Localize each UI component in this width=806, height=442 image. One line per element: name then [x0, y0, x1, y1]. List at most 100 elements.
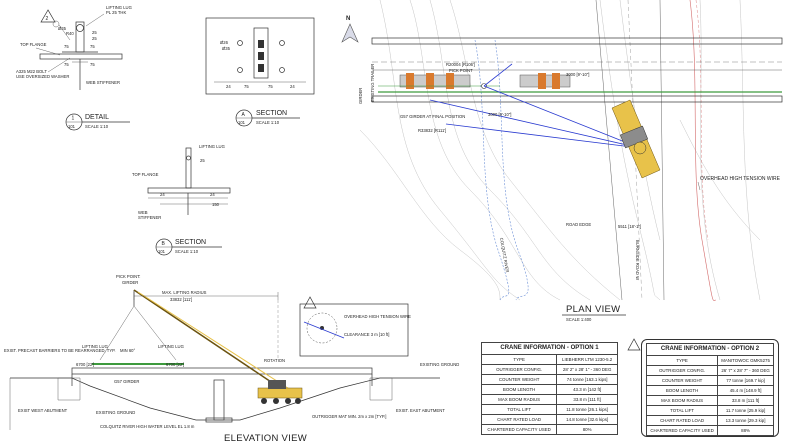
svg-text:101: 101	[238, 120, 246, 125]
svg-text:25: 25	[200, 158, 205, 163]
revision-triangle-icon	[40, 9, 56, 23]
detail-number: 1	[72, 116, 75, 122]
section-b-stiffener-label: STIFFENER	[138, 215, 161, 220]
elev-pick-point-2: GIRDER	[122, 280, 138, 285]
svg-text:6700 [22']: 6700 [22']	[76, 362, 94, 367]
svg-text:75: 75	[90, 62, 95, 67]
svg-text:75: 75	[64, 44, 69, 49]
crane2-title: CRANE INFORMATION - OPTION 2	[646, 343, 774, 356]
svg-text:75: 75	[244, 84, 249, 89]
revision-tag: 2	[46, 16, 49, 22]
inset-revision-icon	[303, 296, 317, 309]
svg-text:150: 150	[212, 202, 220, 207]
north-arrow-icon	[341, 23, 359, 43]
plan-dim-1: 3000 [9'-10"]	[566, 72, 589, 77]
plan-trailer-label: EXISTING TRAILER	[370, 64, 375, 102]
svg-text:75: 75	[64, 62, 69, 67]
svg-text:24: 24	[210, 192, 215, 197]
svg-text:Ø35: Ø35	[58, 26, 67, 31]
option2-revision-icon	[627, 338, 641, 351]
plan-dim-2: 3000 [9'-10"]	[488, 112, 511, 117]
plan-view: N COLQUITZ RIVER	[341, 0, 783, 322]
svg-text:101: 101	[158, 249, 166, 254]
plan-overhead-label: OVERHEAD HIGH TENSION WIRE	[700, 176, 781, 182]
detail-title: DETAIL	[85, 114, 109, 121]
plan-crane	[611, 99, 661, 179]
section-b-lug-label: LIFTING LUG	[199, 144, 225, 149]
elev-max-radius: MAX. LIFTING RADIUS	[162, 290, 207, 295]
plan-view-scale: SCALE 1:400	[566, 317, 592, 322]
plan-radius-1: R20004 [R106']	[446, 62, 475, 67]
plan-radius-2: R33832 [R111']	[418, 128, 446, 133]
svg-text:24: 24	[226, 84, 231, 89]
detail-sheet-ref: 101	[68, 124, 76, 129]
elev-pick-point: PICK POINT:	[116, 274, 140, 279]
svg-text:75: 75	[90, 44, 95, 49]
svg-text:SCALE 1:10: SCALE 1:10	[256, 120, 280, 125]
detail-lifting-lug-label: LIFTING LUG	[106, 5, 132, 10]
plan-street-label: BURNSIDE ROAD W	[635, 240, 640, 280]
elev-g57: G57 GIRDER	[114, 379, 139, 384]
section-a-view: Ø26 Ø35 24 24 75 75 A 101 SECTION SCALE …	[205, 17, 315, 127]
section-a-title: SECTION	[256, 110, 287, 117]
table-row: OUTRIGGER CONFIG.28' 2" x 28' 1" - 360 D…	[480, 364, 618, 375]
north-letter: N	[346, 16, 350, 22]
elev-ground-left: EXISTING GROUND	[96, 410, 135, 415]
section-b-view: LIFTING LUG TOP FLANGE WEB STIFFENER 25 …	[132, 144, 231, 256]
elev-lug-right: LIFTING LUG	[158, 344, 184, 349]
svg-text:24: 24	[160, 192, 165, 197]
elevation-crane	[257, 380, 303, 404]
crane1-title: CRANE INFORMATION - OPTION 1	[481, 342, 618, 355]
elev-west-abutment: EXIST WEST ABUTMENT	[18, 408, 68, 413]
elev-max-radius-val: 33832 [111']	[170, 297, 192, 302]
plan-view-title: PLAN VIEW	[566, 304, 620, 315]
plan-dim-3: 5511 [18'-1"]	[618, 224, 641, 229]
inset-clearance-label: CLEARANCE 3 m [10 ft]	[344, 332, 389, 337]
elev-east-abutment: EXIST. EAST ABUTMENT	[396, 408, 445, 413]
detail-1-view: 2 LIFTING LUG PL 25 THK TOP FLANGE A325 …	[16, 5, 132, 131]
svg-text:R40: R40	[66, 31, 74, 36]
section-b-web-label: WEB	[138, 210, 148, 215]
section-b-letter: B	[162, 241, 166, 247]
elev-river-label: COLQUITZ RIVER HIGH WATER LEVEL EL 1.8 m	[100, 424, 195, 429]
inset-overhead-label: OVERHEAD HIGH TENSION WIRE	[344, 314, 411, 319]
detail-top-flange-label: TOP FLANGE	[20, 42, 47, 47]
detail-web-stiffener-label: WEB STIFFENER	[86, 80, 120, 85]
detail-washer-label: USE OVERSIZED WASHER	[16, 74, 69, 79]
river-label: COLQUITZ RIVER	[499, 237, 510, 272]
svg-text:SCALE 1:10: SCALE 1:10	[175, 249, 199, 254]
svg-text:25: 25	[92, 30, 97, 35]
svg-text:75: 75	[268, 84, 273, 89]
detail-bolt-label: A325 M22 BOLT	[16, 69, 47, 74]
elevation-view-title: ELEVATION VIEW	[224, 433, 307, 442]
elev-lug-left: LIFTING LUG	[82, 344, 108, 349]
elev-ground-right: EXISTING GROUND	[420, 362, 459, 367]
svg-text:25: 25	[92, 36, 97, 41]
clearance-inset: OVERHEAD HIGH TENSION WIRE CLEARANCE 3 m…	[299, 296, 411, 357]
svg-text:6700 [22']: 6700 [22']	[166, 362, 184, 367]
elev-rotation: ROTATION	[264, 358, 285, 363]
table-row: OUTRIGGER CONFIG.26' 7" x 28' 7" - 360 D…	[645, 365, 774, 376]
svg-text:Ø26: Ø26	[220, 40, 229, 45]
section-a-letter: A	[242, 112, 246, 118]
plan-girder-label: GIRDER	[358, 88, 363, 104]
plan-g57-label: G57 GIRDER AT FINAL POSITION	[400, 114, 465, 119]
plan-pick-point: PICK POINT	[449, 68, 473, 73]
